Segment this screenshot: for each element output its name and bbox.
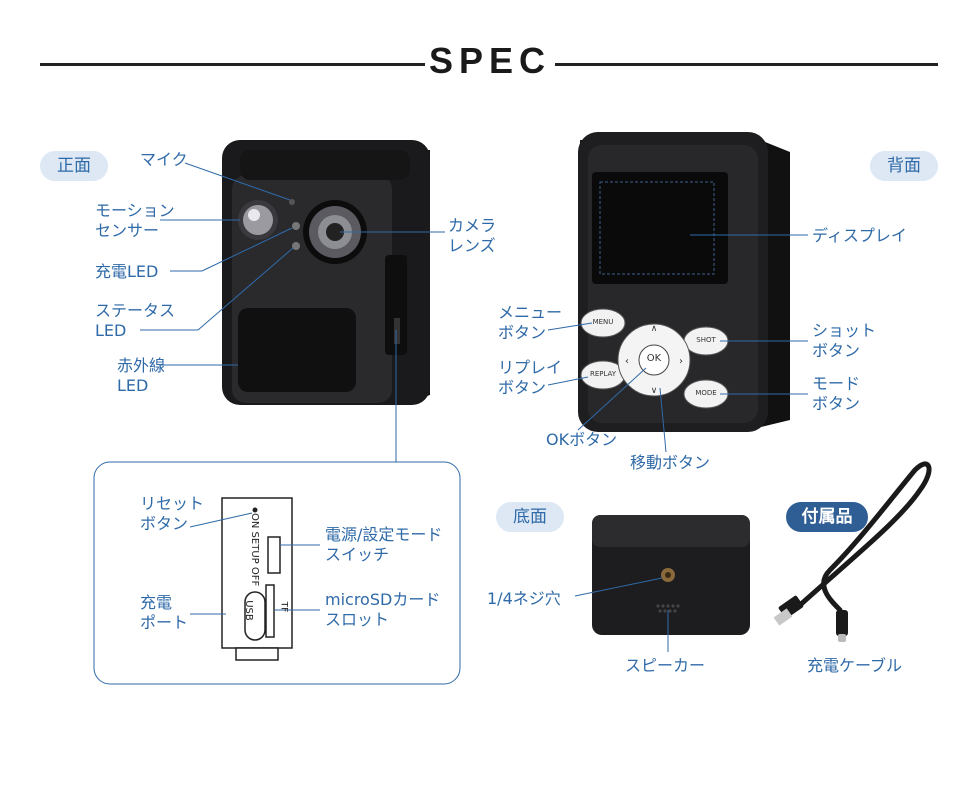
front-section-badge: 正面 [40,151,108,181]
move-button-label: 移動ボタン [630,453,711,472]
speaker-label: スピーカー [625,656,706,675]
header-rule-right [555,63,938,66]
back-section-badge: 背面 [870,151,938,181]
display-label: ディスプレイ [812,226,907,245]
bottom-device [592,515,750,635]
reset-button-label-line1: リセット [140,494,205,513]
camera-lens-label-line2: レンズ [448,236,496,255]
ir-led-label-line2: LED [117,376,149,395]
shot-button-label-line2: ボタン [812,341,861,360]
mode-button-label: モード ボタン [812,374,860,414]
ir-led-label-line1: 赤外線 [117,356,166,375]
power-switch-label-line1: 電源/設定モード [325,525,443,544]
back-device: ∧ ∨ ‹ › [578,132,790,432]
device-mode-button: MODE [695,389,717,397]
reset-button-label: リセット ボタン [140,494,204,534]
svg-text:‹: ‹ [625,356,629,367]
charge-port-label: 充電 ポート [140,593,188,633]
replay-button-label-line2: ボタン [498,378,547,397]
bottom-section-badge: 底面 [496,502,564,532]
ok-button-label: OKボタン [546,430,618,449]
menu-button-label-line2: ボタン [498,323,547,342]
microsd-slot-label: microSDカード スロット [325,590,440,630]
motion-sensor-label-line2: センサー [95,221,160,240]
charge-port-label-line1: 充電 [140,593,173,612]
motion-sensor-label: モーション センサー [95,201,175,241]
reset-button-label-line2: ボタン [140,514,189,533]
menu-button-label: メニュー ボタン [498,303,562,343]
power-switch-label-line2: スイッチ [325,545,390,564]
side-marking-on: ON [249,513,260,529]
bottom-leader-lines [574,577,669,652]
mic-label: マイク [140,150,188,169]
menu-button-label-line1: メニュー [498,303,563,322]
device-menu-button: MENU [592,318,614,326]
svg-text:›: › [679,356,683,367]
replay-button-label: リプレイ ボタン [498,358,562,398]
side-panel-diagram [221,497,293,661]
microsd-slot-label-line1: microSDカード [325,590,441,609]
replay-button-label-line1: リプレイ [498,358,563,377]
device-ok-button: OK [646,353,662,364]
side-marking-switch: ON SETUP OFF [246,513,260,593]
camera-lens-label-line1: カメラ [448,216,497,235]
charge-led-label: 充電LED [95,262,159,281]
shot-button-label-line1: ショット [812,321,877,340]
accessory-section-badge: 付属品 [786,502,868,532]
motion-sensor-label-line1: モーション [95,201,175,220]
tripod-screw-label: 1/4ネジ穴 [487,589,561,608]
back-leader-lines [547,234,808,453]
device-shot-button: SHOT [696,336,716,344]
charging-cable-label: 充電ケーブル [807,656,903,675]
page-title: SPEC [428,40,552,81]
mode-button-label-line2: ボタン [812,394,861,413]
side-marking-setup: SETUP [249,531,260,564]
charge-port-label-line2: ポート [140,613,189,632]
svg-text:∧: ∧ [651,324,658,334]
status-led-label: ステータス LED [95,301,175,341]
mode-button-label-line1: モード [812,374,861,393]
charging-cable-illustration [773,461,932,642]
side-panel-box [93,461,461,685]
microsd-slot-label-line2: スロット [325,610,390,629]
front-device [222,140,430,405]
device-replay-button: REPLAY [589,370,617,378]
svg-text:∨: ∨ [651,386,658,396]
status-led-label-line2: LED [95,321,127,340]
side-marking-tf: TF [278,601,289,613]
camera-lens-label: カメラ レンズ [448,216,496,256]
side-marking-usb: USB [242,600,254,621]
front-leader-lines [140,162,445,462]
shot-button-label: ショット ボタン [812,321,876,361]
side-leader-lines [189,512,320,615]
ir-led-label: 赤外線 LED [117,356,165,396]
side-marking-off: OFF [249,566,260,587]
status-led-label-line1: ステータス [95,301,176,320]
power-switch-label: 電源/設定モード スイッチ [325,525,442,565]
header-rule-left [40,63,425,66]
